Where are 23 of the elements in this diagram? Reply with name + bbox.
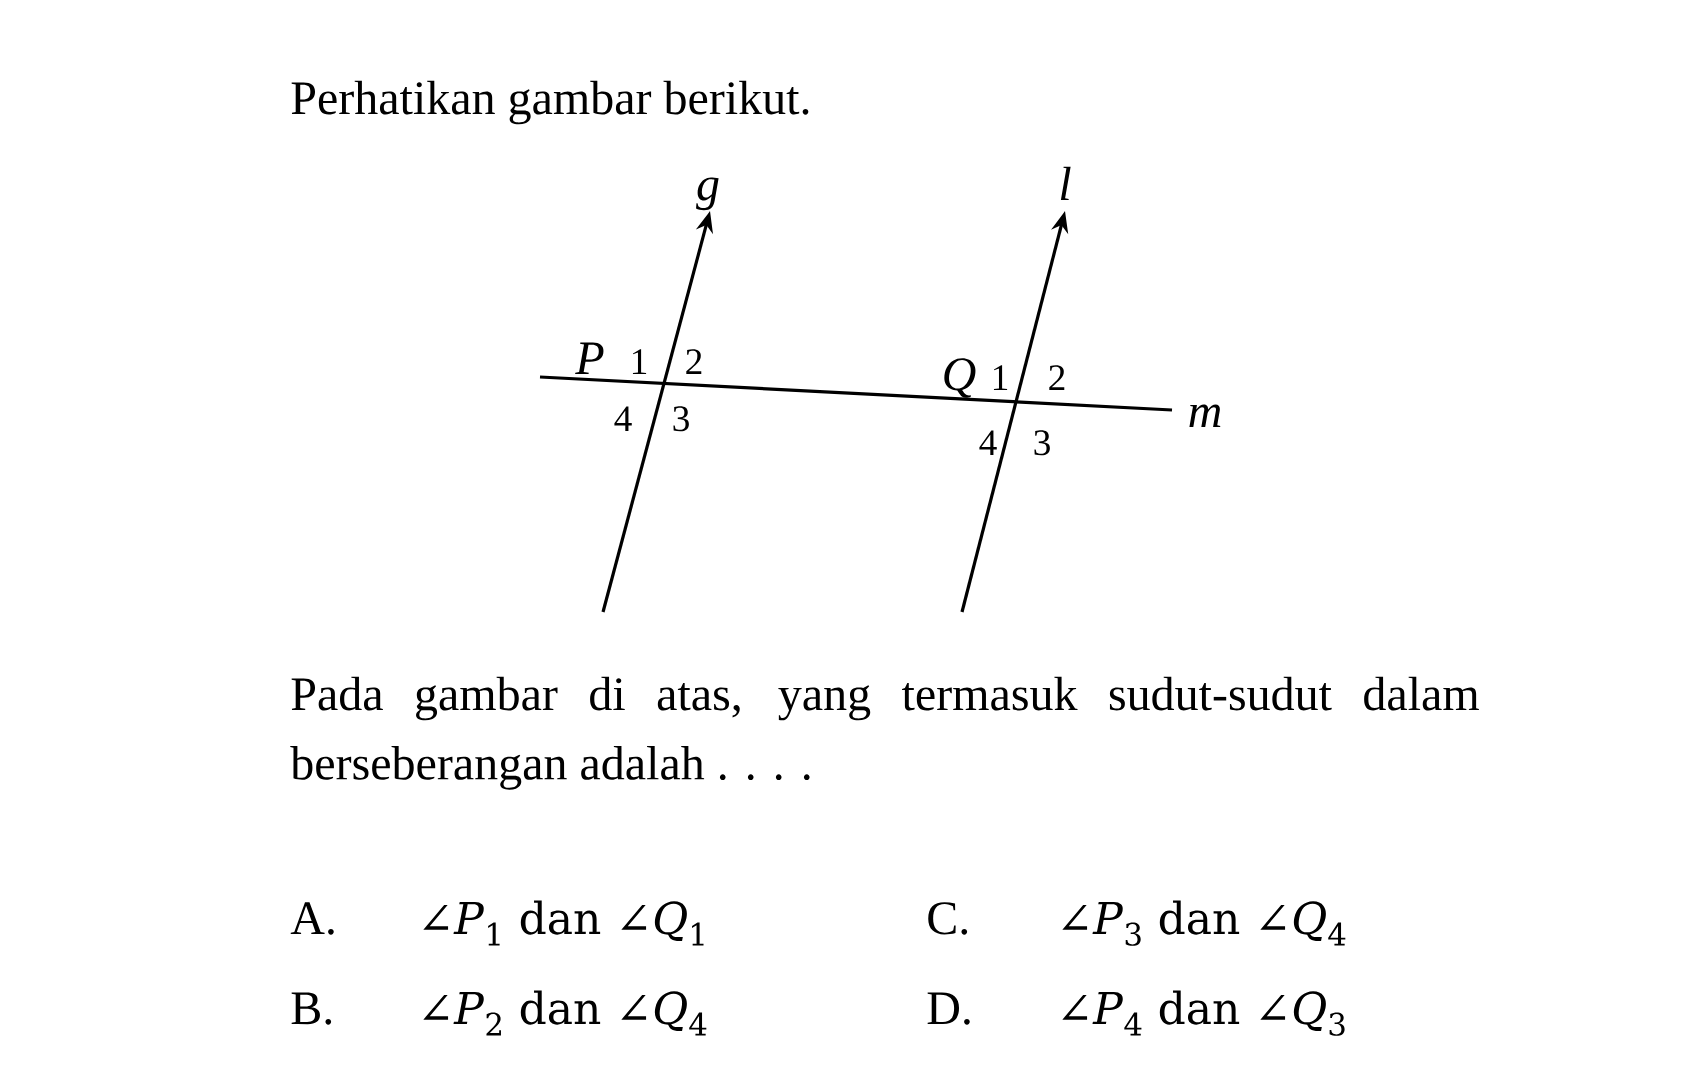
- question-text: A.: [290, 902, 334, 935]
- question-text: B.: [291, 992, 332, 1025]
- angle-number: 1: [632, 349, 647, 374]
- line-label: Q: [944, 358, 976, 398]
- question-text: C.: [928, 902, 968, 935]
- line-label: l: [1060, 166, 1071, 200]
- answer-option: ∠P$_{2}$ dan ∠Q$_{4}$: [423, 990, 707, 1036]
- question-text: D.: [927, 992, 970, 1025]
- answer-option: ∠P$_{4}$ dan ∠Q$_{3}$: [1062, 990, 1345, 1036]
- answer-option: ∠P$_{1}$ dan ∠Q$_{1}$: [423, 900, 704, 946]
- angle-number: 2: [1049, 365, 1065, 390]
- line-label: g: [696, 177, 719, 211]
- question-text: Pada gambar di atas, yang termasuk sudut-sudut dalam berseberangan adalah . . . .: [290, 676, 1479, 790]
- angle-number: 4: [979, 430, 997, 455]
- line-label: m: [1189, 404, 1221, 427]
- line-label: P: [575, 342, 604, 374]
- question-text: Perhatikan gambar berikut.: [291, 80, 809, 125]
- angle-number: 1: [993, 365, 1008, 390]
- answer-option: ∠P$_{3}$ dan ∠Q$_{4}$: [1062, 900, 1346, 946]
- angle-number: 4: [614, 406, 632, 431]
- angle-number: 3: [673, 406, 689, 432]
- angle-number: 3: [1034, 430, 1050, 456]
- angle-number: 2: [686, 349, 702, 374]
